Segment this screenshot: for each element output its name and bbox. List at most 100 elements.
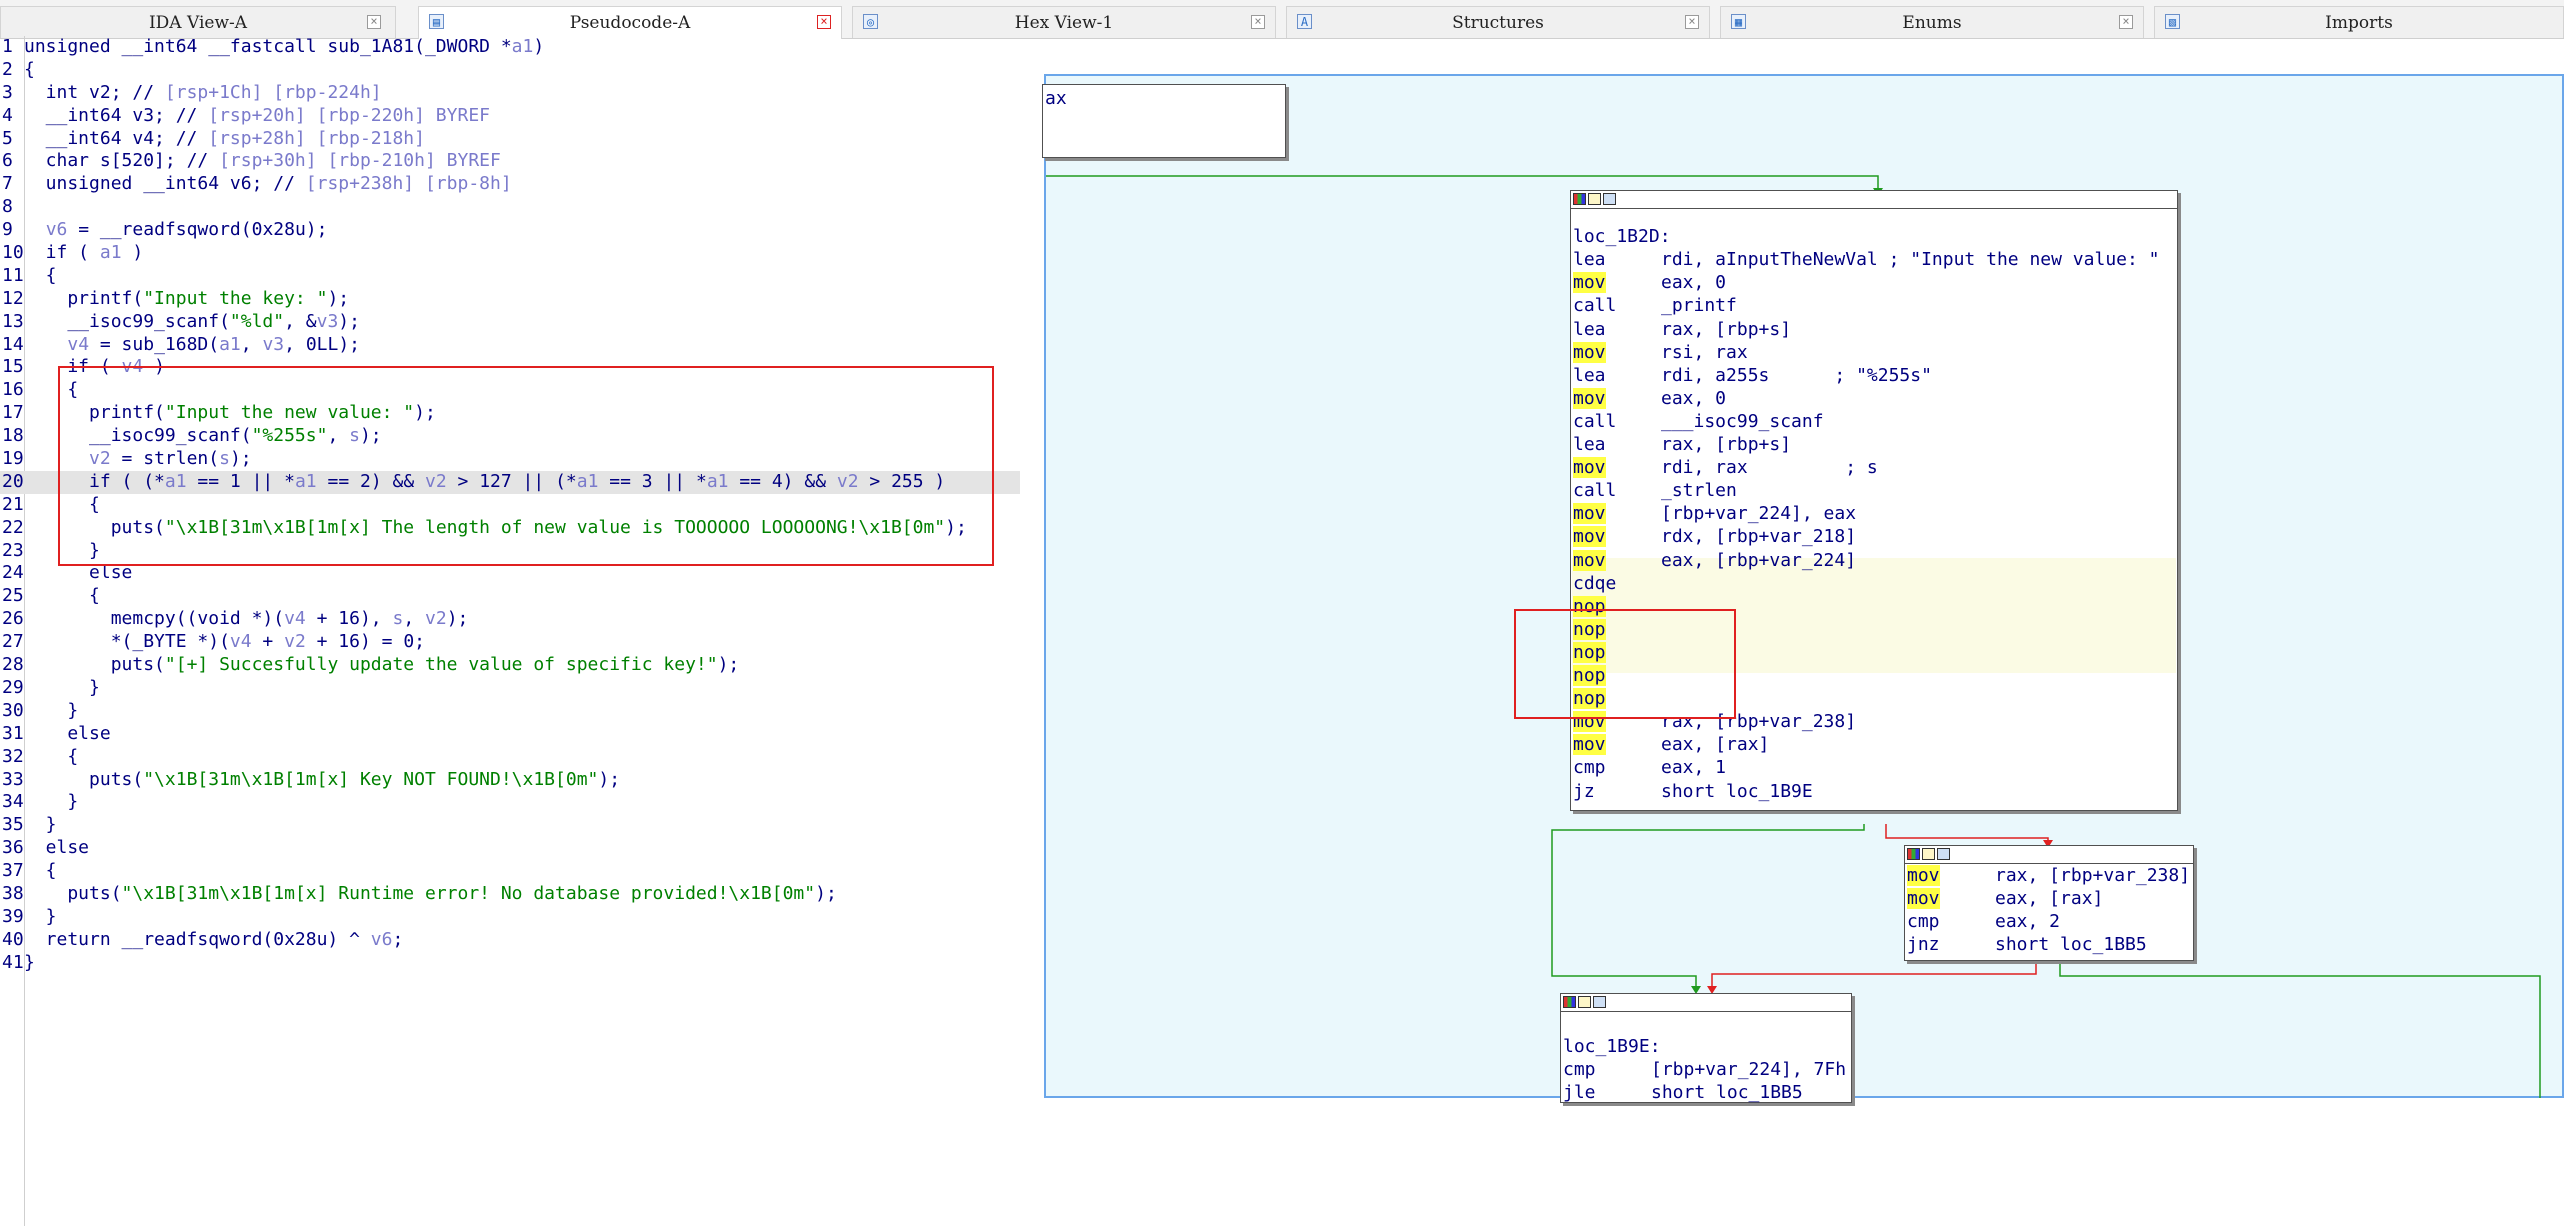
code-line[interactable]: 18 __isoc99_scanf("%255s", s);	[0, 425, 1020, 448]
asm-line[interactable]: loc_1B9E:	[1563, 1035, 1661, 1058]
code-line[interactable]: 26 memcpy((void *)(v4 + 16), s, v2);	[0, 608, 1020, 631]
tab-ida-view-a[interactable]: IDA View-A ×	[0, 6, 396, 38]
edit-icon[interactable]	[1922, 848, 1935, 860]
asm-line[interactable]: cmp[rbp+var_224], 7Fh	[1563, 1058, 1846, 1081]
code-line[interactable]: 19 v2 = strlen(s);	[0, 448, 1020, 471]
code-line[interactable]: 40 return __readfsqword(0x28u) ^ v6;	[0, 929, 1020, 952]
color-icon[interactable]	[1563, 996, 1576, 1008]
asm-line[interactable]: cdqe	[1573, 572, 1661, 595]
asm-line[interactable]: loc_1B2D:	[1573, 225, 1671, 248]
code-line[interactable]: 6 char s[520]; // [rsp+30h] [rbp-210h] B…	[0, 150, 1020, 173]
graph-node-top[interactable]: ax	[1042, 84, 1286, 158]
code-line[interactable]: 2{	[0, 59, 1020, 82]
asm-line[interactable]: call_printf	[1573, 294, 1737, 317]
code-line[interactable]: 41}	[0, 952, 1020, 975]
asm-line[interactable]: mov[rbp+var_224], eax	[1573, 502, 1856, 525]
close-icon[interactable]: ×	[2119, 15, 2133, 29]
asm-line[interactable]: nop	[1573, 641, 1661, 664]
code-text: memcpy((void *)(v4 + 16), s, v2);	[24, 608, 469, 630]
code-text: __int64 v4; // [rsp+28h] [rbp-218h]	[24, 127, 425, 149]
code-line[interactable]: 11 {	[0, 265, 1020, 288]
grid-icon[interactable]	[1937, 848, 1950, 860]
code-line[interactable]: 30 }	[0, 700, 1020, 723]
asm-line[interactable]: call_strlen	[1573, 479, 1737, 502]
code-line[interactable]: 8	[0, 196, 1020, 219]
asm-line[interactable]: call___isoc99_scanf	[1573, 410, 1824, 433]
code-line[interactable]: 33 puts("\x1B[31m\x1B[1m[x] Key NOT FOUN…	[0, 769, 1020, 792]
close-icon[interactable]: ×	[1685, 15, 1699, 29]
code-line[interactable]: 25 {	[0, 585, 1020, 608]
tab-pseudocode-a[interactable]: ▤ Pseudocode-A ×	[418, 6, 842, 39]
code-line[interactable]: 5 __int64 v4; // [rsp+28h] [rbp-218h]	[0, 128, 1020, 151]
asm-line[interactable]: nop	[1573, 618, 1661, 641]
code-line[interactable]: 28 puts("[+] Succesfully update the valu…	[0, 654, 1020, 677]
code-line[interactable]: 31 else	[0, 723, 1020, 746]
code-line[interactable]: 32 {	[0, 746, 1020, 769]
code-line[interactable]: 29 }	[0, 677, 1020, 700]
tab-imports[interactable]: ▧ Imports	[2154, 6, 2564, 38]
close-icon[interactable]: ×	[817, 15, 831, 29]
code-line[interactable]: 12 printf("Input the key: ");	[0, 288, 1020, 311]
edit-icon[interactable]	[1578, 996, 1591, 1008]
code-line[interactable]: 16 {	[0, 379, 1020, 402]
asm-line[interactable]: nop	[1573, 595, 1661, 618]
code-line[interactable]: 21 {	[0, 494, 1020, 517]
code-line[interactable]: 10 if ( a1 )	[0, 242, 1020, 265]
edit-icon[interactable]	[1588, 193, 1601, 205]
close-icon[interactable]: ×	[1251, 15, 1265, 29]
line-number: 3	[2, 81, 13, 103]
tab-hex-view-1[interactable]: ◎ Hex View-1 ×	[852, 6, 1276, 38]
code-line[interactable]: 20 if ( (*a1 == 1 || *a1 == 2) && v2 > 1…	[0, 470, 1020, 494]
color-icon[interactable]	[1573, 193, 1586, 205]
code-line[interactable]: 7 unsigned __int64 v6; // [rsp+238h] [rb…	[0, 173, 1020, 196]
asm-line[interactable]: nop	[1573, 664, 1661, 687]
code-line[interactable]: 38 puts("\x1B[31m\x1B[1m[x] Runtime erro…	[0, 883, 1020, 906]
code-line[interactable]: 13 __isoc99_scanf("%ld", &v3);	[0, 311, 1020, 334]
grid-icon[interactable]	[1593, 996, 1606, 1008]
code-line[interactable]: 23 }	[0, 540, 1020, 563]
code-line[interactable]: 9 v6 = __readfsqword(0x28u);	[0, 219, 1020, 242]
code-line[interactable]: 17 printf("Input the new value: ");	[0, 402, 1020, 425]
close-icon[interactable]: ×	[367, 15, 381, 29]
code-line[interactable]: 34 }	[0, 791, 1020, 814]
code-line[interactable]: 37 {	[0, 860, 1020, 883]
code-line[interactable]: 3 int v2; // [rsp+1Ch] [rbp-224h]	[0, 82, 1020, 105]
code-line[interactable]: 36 else	[0, 837, 1020, 860]
color-icon[interactable]	[1907, 848, 1920, 860]
code-line[interactable]: 4 __int64 v3; // [rsp+20h] [rbp-220h] BY…	[0, 105, 1020, 128]
grid-icon[interactable]	[1603, 193, 1616, 205]
tab-enums[interactable]: ▦ Enums ×	[1720, 6, 2144, 38]
code-line[interactable]: 39 }	[0, 906, 1020, 929]
code-line[interactable]: 14 v4 = sub_168D(a1, v3, 0LL);	[0, 334, 1020, 357]
tab-structures[interactable]: A Structures ×	[1286, 6, 1710, 38]
code-line[interactable]: 35 }	[0, 814, 1020, 837]
code-line[interactable]: 24 else	[0, 562, 1020, 585]
code-line[interactable]: 22 puts("\x1B[31m\x1B[1m[x] The length o…	[0, 517, 1020, 540]
code-line[interactable]: 27 *(_BYTE *)(v4 + v2 + 16) = 0;	[0, 631, 1020, 654]
asm-line[interactable]: nop	[1573, 687, 1661, 710]
